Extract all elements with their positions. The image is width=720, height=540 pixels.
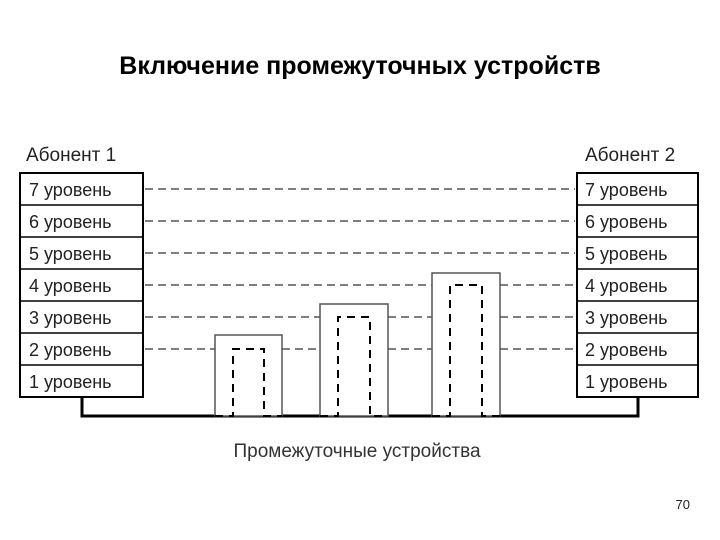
slide-title: Включение промежуточных устройств — [119, 52, 601, 80]
left-level-6: 6 уровень — [29, 212, 112, 232]
intermediate-device-2 — [319, 303, 389, 417]
right-level-5: 5 уровень — [585, 244, 668, 264]
device-1-path — [215, 348, 282, 417]
subscriber-2-stack: 7 уровень 6 уровень 5 уровень 4 уровень … — [576, 172, 699, 398]
left-stack-frame — [19, 172, 144, 398]
left-level-5: 5 уровень — [29, 244, 112, 264]
right-level-7: 7 уровень — [585, 180, 668, 200]
right-level-3: 3 уровень — [585, 308, 668, 328]
device-1-frame — [214, 334, 283, 417]
right-level-1: 1 уровень — [585, 372, 668, 392]
intermediate-device-3 — [431, 272, 501, 417]
left-level-7: 7 уровень — [29, 180, 112, 200]
subscriber-1-stack: 7 уровень 6 уровень 5 уровень 4 уровень … — [19, 172, 144, 398]
device-2-path — [320, 316, 388, 417]
left-level-3: 3 уровень — [29, 308, 112, 328]
page-number: 70 — [675, 497, 690, 512]
devices-caption: Промежуточные устройства — [233, 441, 480, 462]
subscriber-2-label: Абонент 2 — [585, 145, 675, 166]
device-2-frame — [319, 303, 389, 417]
left-level-2: 2 уровень — [29, 340, 112, 360]
left-level-4: 4 уровень — [29, 276, 112, 296]
intermediate-device-1 — [214, 334, 283, 417]
right-level-4: 4 уровень — [585, 276, 668, 296]
level-connections — [145, 188, 575, 350]
subscriber-1-label: Абонент 1 — [26, 145, 116, 166]
device-3-frame — [431, 272, 501, 417]
right-level-2: 2 уровень — [585, 340, 668, 360]
left-level-1: 1 уровень — [29, 372, 112, 392]
device-3-path — [432, 284, 500, 417]
right-level-6: 6 уровень — [585, 212, 668, 232]
